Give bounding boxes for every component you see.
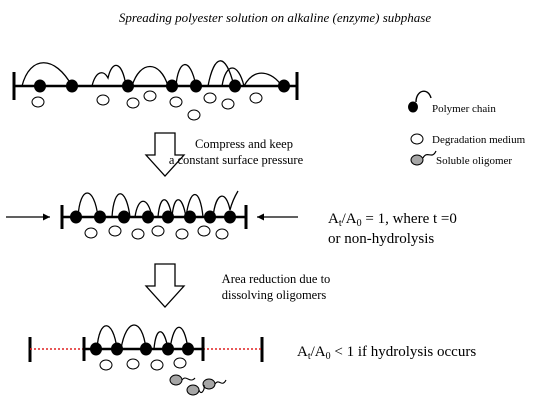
polymer-head <box>204 210 216 224</box>
polymer-head <box>182 342 194 356</box>
soluble-oligomer <box>169 374 183 386</box>
polymer-head <box>229 79 241 93</box>
equation-1-line1: At/A0 = 1, where t =0 <box>328 211 457 229</box>
degradation-medium-circle <box>249 92 263 104</box>
step2-line1: Area reduction due to <box>222 272 331 286</box>
polymer-loop <box>212 190 239 218</box>
legend-label-soluble-oligomer: Soluble oligomer <box>436 155 512 167</box>
polymer-loop <box>221 67 245 87</box>
polymer-head <box>122 79 134 93</box>
oligomer-tail-icon <box>422 150 437 159</box>
degradation-medium-circles <box>31 90 263 121</box>
panel-compressed-film <box>6 190 298 240</box>
polymer-loop <box>91 64 127 87</box>
soluble-oligomer <box>202 378 216 390</box>
panel-spread-film <box>12 60 299 121</box>
polymer-loop <box>185 194 204 218</box>
polymer-loop <box>77 192 99 218</box>
polymer-heads <box>34 79 290 93</box>
step1-line2: a constant surface pressure <box>169 153 304 167</box>
legend-polymer-chain: Polymer chain <box>408 90 496 115</box>
polymer-loops <box>21 60 283 87</box>
legend-label-polymer-chain: Polymer chain <box>432 103 496 115</box>
step1-line1: Compress and keep <box>195 137 293 151</box>
degradation-medium-circle <box>187 109 201 121</box>
polymer-head <box>190 79 202 93</box>
diagram-title: Spreading polyester solution on alkaline… <box>119 10 431 25</box>
degradation-medium-circle <box>173 357 187 369</box>
degradation-medium-circle <box>143 90 157 102</box>
degradation-medium-circle <box>169 96 183 108</box>
polymer-head <box>140 342 152 356</box>
oligomer-tail <box>181 377 196 381</box>
polymer-head <box>162 210 174 224</box>
polymer-loop <box>131 66 169 87</box>
oligomer-tail <box>214 379 227 385</box>
polymer-head <box>94 210 106 224</box>
polymer-head-icon <box>408 101 418 113</box>
degradation-medium-circle <box>175 228 189 240</box>
polymer-heads <box>90 342 194 356</box>
panel-hydrolysed-film <box>28 324 264 396</box>
soluble-oligomer <box>186 384 200 396</box>
step2-line2: dissolving oligomers <box>222 288 327 302</box>
polymer-head <box>166 79 178 93</box>
degradation-medium-circle <box>150 359 164 371</box>
down-arrow-icon <box>144 263 186 308</box>
degradation-medium-circle <box>131 228 145 240</box>
polymer-head <box>278 79 290 93</box>
polymer-loop <box>169 326 189 350</box>
polymer-head <box>34 79 46 93</box>
degradation-medium-circle <box>108 225 122 237</box>
down-arrow-icon <box>144 132 186 177</box>
legend-label-degradation-medium: Degradation medium <box>432 134 526 146</box>
polymer-head <box>184 210 196 224</box>
polymer-head <box>90 342 102 356</box>
polymer-loop <box>171 199 187 218</box>
polymer-loop <box>21 62 73 87</box>
polymer-head <box>118 210 130 224</box>
legend-degradation-medium: Degradation medium <box>410 133 526 146</box>
degradation-medium-circle <box>126 97 140 109</box>
equation-1-line2: or non-hydrolysis <box>328 231 434 247</box>
degradation-medium-circle <box>96 94 110 106</box>
degradation-medium-circle <box>221 98 235 110</box>
polymer-loops <box>77 190 239 218</box>
degradation-medium-icon <box>410 133 424 145</box>
polymer-head <box>224 210 236 224</box>
polymer-head <box>142 210 154 224</box>
dissolved-oligomers <box>169 374 227 396</box>
polymer-head <box>70 210 82 224</box>
legend: Polymer chain Degradation medium Soluble… <box>408 90 526 167</box>
polymer-loop <box>111 193 131 218</box>
polymer-loop <box>207 60 235 87</box>
polymer-chain-icon <box>415 90 432 103</box>
degradation-medium-circle <box>197 225 211 237</box>
arrow-head-right-icon <box>43 213 50 221</box>
equation-2: At/A0 < 1 if hydrolysis occurs <box>297 344 476 362</box>
polymer-loop <box>120 324 147 350</box>
polymer-head <box>162 342 174 356</box>
degradation-medium-circle <box>31 96 45 108</box>
degradation-medium-circle <box>126 358 140 370</box>
legend-soluble-oligomer: Soluble oligomer <box>410 150 512 167</box>
degradation-medium-circle <box>215 228 229 240</box>
soluble-oligomer-icon <box>410 154 424 166</box>
arrow-head-left-icon <box>257 213 264 221</box>
degradation-medium-circle <box>203 92 217 104</box>
polymer-head <box>111 342 123 356</box>
polymer-loop <box>175 64 197 87</box>
polymer-head <box>66 79 78 93</box>
polymer-heads <box>70 210 236 224</box>
degradation-medium-circle <box>99 359 113 371</box>
degradation-medium-circles <box>84 225 229 240</box>
polymer-loop <box>96 325 118 350</box>
oligomer-tail <box>198 384 205 394</box>
polymer-loop <box>243 72 283 87</box>
degradation-medium-circles <box>99 357 187 371</box>
degradation-medium-circle <box>84 227 98 239</box>
degradation-medium-circle <box>151 225 165 237</box>
